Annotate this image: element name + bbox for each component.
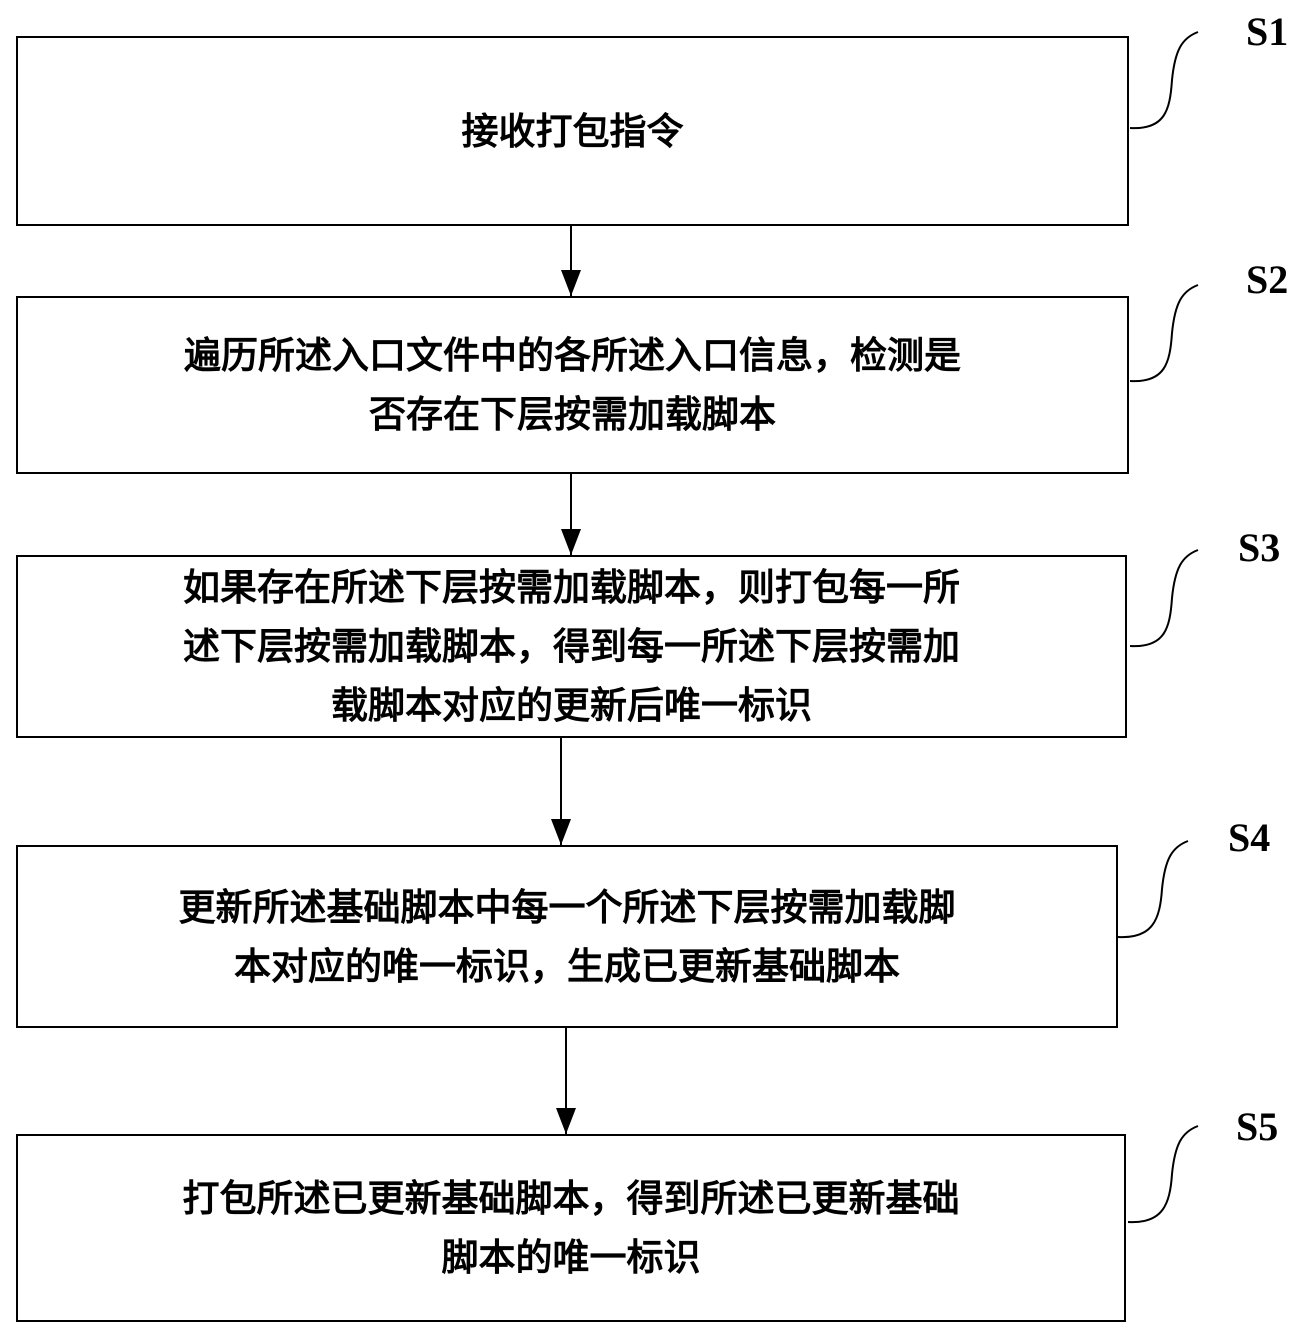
- step-box-s5: 打包所述已更新基础脚本，得到所述已更新基础 脚本的唯一标识: [16, 1134, 1126, 1322]
- step-text-line: 脚本的唯一标识: [441, 1235, 701, 1279]
- step-box-s3: 如果存在所述下层按需加载脚本，则打包每一所 述下层按需加载脚本，得到每一所述下层…: [16, 555, 1127, 738]
- step-label-s4: S4: [1228, 815, 1271, 860]
- step-text-line: 接收打包指令: [461, 108, 684, 153]
- arrowhead-s2-s3: [561, 529, 581, 555]
- leader-s3: [1129, 549, 1199, 648]
- step-label-s1: S1: [1246, 9, 1289, 54]
- step-text-line: 本对应的唯一标识，生成已更新基础脚本: [234, 943, 900, 988]
- step-text-line: 如果存在所述下层按需加载脚本，则打包每一所: [183, 565, 960, 609]
- step-box-s1: 接收打包指令: [16, 36, 1129, 226]
- step-box-s2: 遍历所述入口文件中的各所述入口信息，检测是 否存在下层按需加载脚本: [16, 296, 1129, 474]
- leader-s4: [1117, 840, 1189, 939]
- step-text-line: 更新所述基础脚本中每一个所述下层按需加载脚: [178, 884, 956, 929]
- step-text-line: 否存在下层按需加载脚本: [369, 392, 776, 436]
- arrowhead-s1-s2: [561, 270, 581, 296]
- arrowhead-s3-s4: [551, 819, 571, 845]
- step-text-line: 打包所述已更新基础脚本，得到所述已更新基础: [182, 1176, 960, 1220]
- step-text-line: 载脚本对应的更新后唯一标识: [331, 683, 812, 727]
- step-label-s2: S2: [1246, 257, 1289, 302]
- step-box-s4: 更新所述基础脚本中每一个所述下层按需加载脚 本对应的唯一标识，生成已更新基础脚本: [16, 845, 1118, 1028]
- leader-s2: [1129, 284, 1199, 383]
- leader-s5: [1127, 1125, 1199, 1224]
- step-text-line: 遍历所述入口文件中的各所述入口信息，检测是: [184, 333, 961, 377]
- leader-s1: [1129, 31, 1199, 130]
- step-label-s5: S5: [1236, 1104, 1279, 1149]
- step-label-s3: S3: [1238, 525, 1281, 570]
- step-text-line: 述下层按需加载脚本，得到每一所述下层按需加: [183, 624, 960, 668]
- arrowhead-s4-s5: [556, 1108, 576, 1134]
